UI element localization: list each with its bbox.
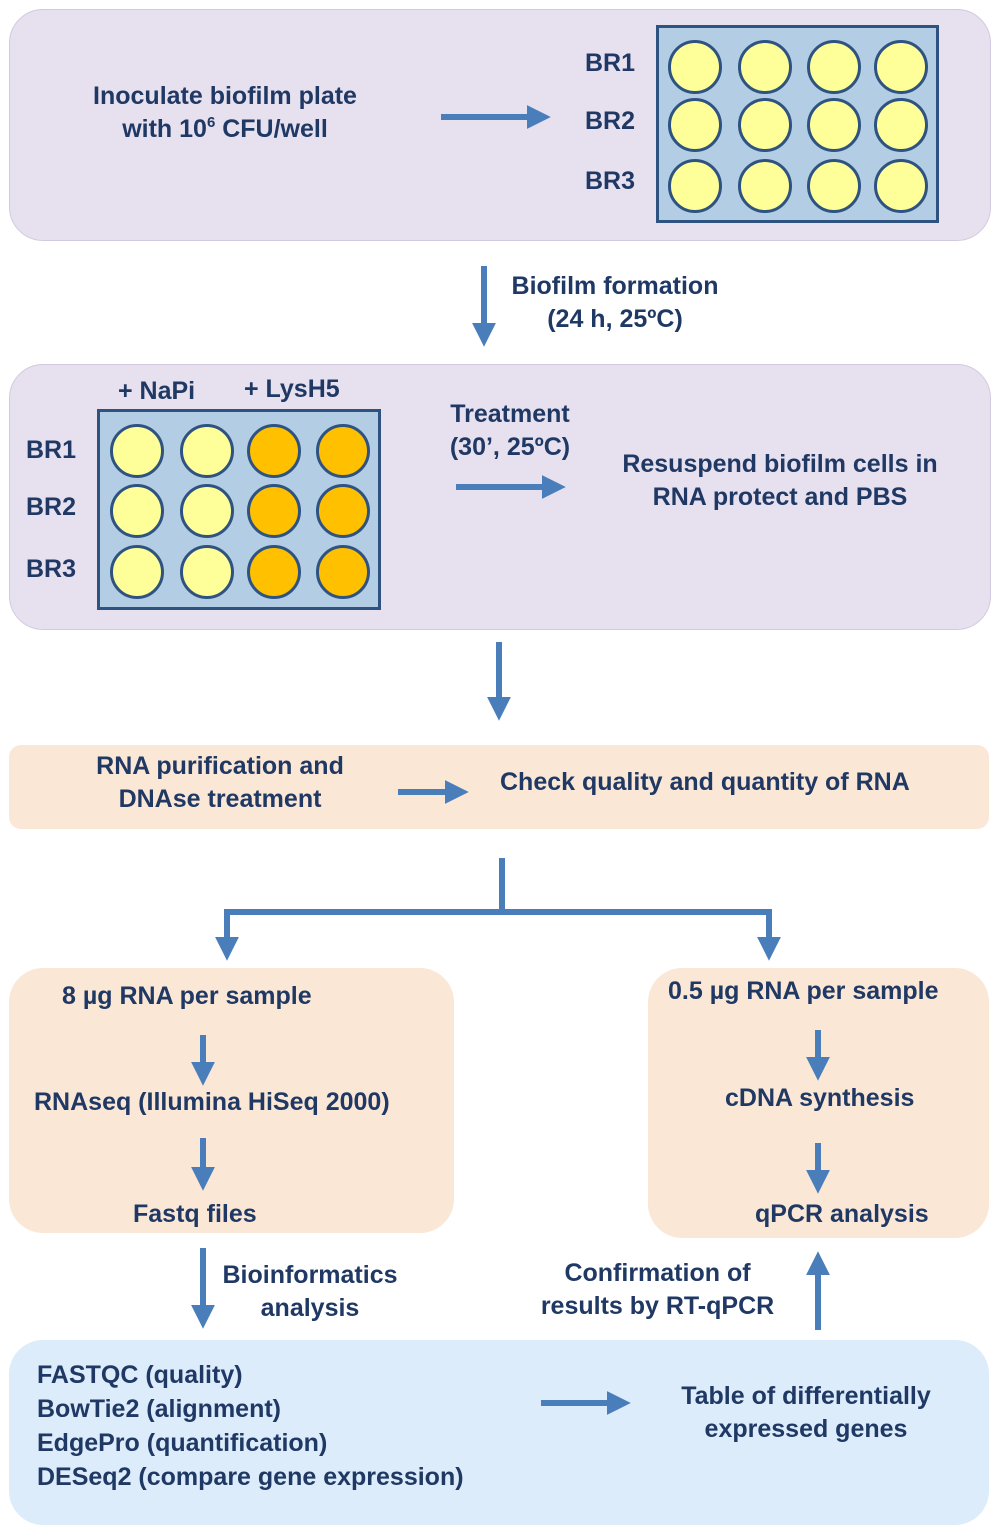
tool-deseq2: DESeq2 (compare gene expression) bbox=[37, 1463, 464, 1491]
well-lysh5 bbox=[316, 484, 370, 538]
well-napi bbox=[110, 484, 164, 538]
row-label-br2-treat: BR2 bbox=[26, 493, 77, 521]
row-label-br2-top: BR2 bbox=[585, 107, 636, 135]
well-napi bbox=[110, 424, 164, 478]
row-label-br3-treat: BR3 bbox=[26, 555, 77, 583]
well bbox=[874, 40, 928, 94]
rna-purification-label: RNA purification and DNAse treatment bbox=[96, 752, 344, 813]
rnaseq-amount-label: 8 µg RNA per sample bbox=[62, 982, 312, 1010]
well bbox=[738, 98, 792, 152]
well-lysh5 bbox=[247, 545, 301, 599]
bioinformatics-tools-panel bbox=[9, 1340, 989, 1525]
rna-purification-panel bbox=[9, 745, 989, 829]
tools-list: FASTQC (quality) BowTie2 (alignment) Edg… bbox=[37, 1358, 464, 1494]
well bbox=[668, 40, 722, 94]
qpcr-amount-label: 0.5 µg RNA per sample bbox=[668, 977, 939, 1005]
well-napi bbox=[180, 484, 234, 538]
well-lysh5 bbox=[247, 484, 301, 538]
well bbox=[807, 40, 861, 94]
tool-bowtie2: BowTie2 (alignment) bbox=[37, 1395, 282, 1423]
deg-table-label: Table of differentially expressed genes bbox=[681, 1382, 931, 1443]
napi-column-label: + NaPi bbox=[118, 377, 196, 405]
tool-edgepro: EdgePro (quantification) bbox=[37, 1429, 328, 1457]
inoculate-label: Inoculate biofilm plate with 106 CFU/wel… bbox=[93, 82, 357, 143]
resuspend-label: Resuspend biofilm cells in RNA protect a… bbox=[622, 450, 938, 511]
rnaseq-label: RNAseq (Illumina HiSeq 2000) bbox=[34, 1088, 390, 1116]
well-napi bbox=[180, 424, 234, 478]
well bbox=[668, 159, 722, 213]
well-lysh5 bbox=[247, 424, 301, 478]
row-label-br1-treat: BR1 bbox=[26, 436, 77, 464]
well-napi bbox=[110, 545, 164, 599]
row-label-br3-top: BR3 bbox=[585, 167, 636, 195]
well bbox=[738, 159, 792, 213]
well bbox=[738, 40, 792, 94]
qpcr-analysis-label: qPCR analysis bbox=[755, 1200, 929, 1228]
rnaseq-panel bbox=[9, 968, 454, 1233]
well-napi bbox=[180, 545, 234, 599]
biofilm-plate-initial bbox=[656, 25, 939, 223]
well-lysh5 bbox=[316, 545, 370, 599]
biofilm-formation-label: Biofilm formation (24 h, 25ºC) bbox=[511, 272, 719, 333]
fastq-files-label: Fastq files bbox=[133, 1200, 257, 1228]
well-lysh5 bbox=[316, 424, 370, 478]
tool-fastqc: FASTQC (quality) bbox=[37, 1361, 243, 1389]
row-label-br1-top: BR1 bbox=[585, 49, 636, 77]
well bbox=[668, 98, 722, 152]
well bbox=[807, 159, 861, 213]
bioinformatics-label: Bioinformatics analysis bbox=[222, 1261, 398, 1322]
treatment-label: Treatment (30’, 25ºC) bbox=[449, 400, 571, 461]
well bbox=[874, 98, 928, 152]
split-connector bbox=[227, 858, 505, 915]
well bbox=[874, 159, 928, 213]
confirmation-label: Confirmation of results by RT-qPCR bbox=[540, 1259, 775, 1320]
check-quality-label: Check quality and quantity of RNA bbox=[500, 768, 910, 796]
biofilm-plate-treated bbox=[97, 409, 381, 610]
cdna-synthesis-label: cDNA synthesis bbox=[725, 1084, 915, 1112]
lysh5-column-label: + LysH5 bbox=[244, 375, 340, 403]
well bbox=[807, 98, 861, 152]
